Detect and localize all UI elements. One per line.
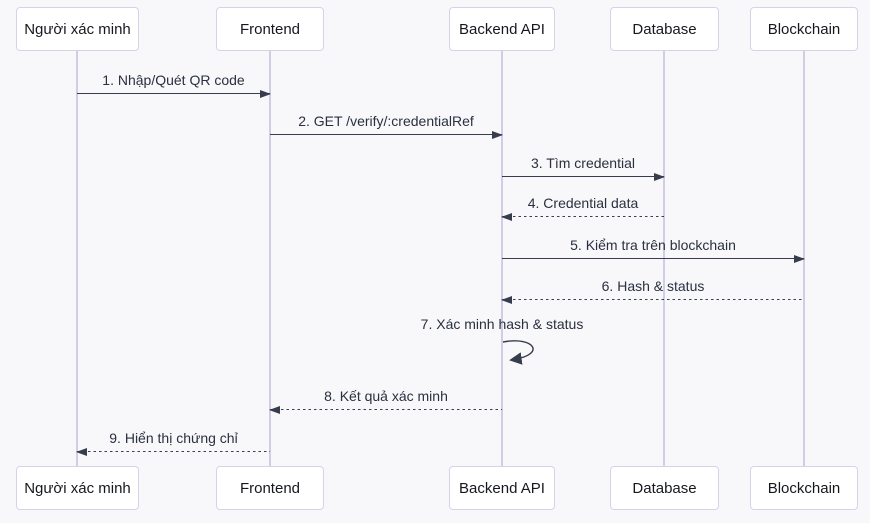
message-8-line — [270, 408, 502, 410]
arrowhead-left-icon — [501, 213, 512, 221]
message-9-label: 9. Hiển thị chứng chỉ — [109, 430, 238, 446]
message-1: 1. Nhập/Quét QR code — [77, 69, 271, 98]
lifeline-frontend — [269, 51, 271, 466]
actor-bottom-nguoi-xac-minh: Người xác minh — [16, 466, 139, 510]
arrowhead-right-icon — [260, 90, 271, 98]
message-3-line — [502, 175, 664, 177]
message-4: 4. Credential data — [501, 192, 664, 221]
message-6-line — [502, 298, 804, 300]
message-3: 3. Tìm credential — [502, 152, 665, 181]
message-8: 8. Kết quả xác minh — [269, 385, 502, 414]
actor-top-frontend: Frontend — [216, 7, 324, 51]
arrowhead-left-icon — [501, 296, 512, 304]
arrowhead-right-icon — [492, 131, 503, 139]
actor-bottom-database: Database — [610, 466, 719, 510]
actor-bottom-frontend: Frontend — [216, 466, 324, 510]
message-4-label: 4. Credential data — [527, 195, 639, 211]
message-5-label: 5. Kiểm tra trên blockchain — [570, 237, 736, 253]
message-6: 6. Hash & status — [501, 275, 804, 304]
actor-top-database: Database — [610, 7, 719, 51]
message-9: 9. Hiển thị chứng chỉ — [76, 427, 270, 456]
actor-bottom-backend-api: Backend API — [449, 466, 555, 510]
message-7-label: 7. Xác minh hash & status — [420, 316, 584, 332]
message-8-label: 8. Kết quả xác minh — [324, 388, 448, 404]
message-5-line — [502, 257, 804, 259]
message-4-line — [502, 215, 664, 217]
lifeline-nguoi-xac-minh — [76, 51, 78, 466]
actor-top-nguoi-xac-minh: Người xác minh — [16, 7, 139, 51]
message-6-label: 6. Hash & status — [601, 278, 705, 294]
message-5: 5. Kiểm tra trên blockchain — [502, 234, 805, 263]
message-2-line — [270, 133, 502, 135]
arrowhead-left-icon — [76, 448, 87, 456]
self-loop-arrow-icon — [502, 340, 534, 365]
message-1-label: 1. Nhập/Quét QR code — [102, 72, 245, 88]
message-1-line — [77, 92, 270, 94]
message-2: 2. GET /verify/:credentialRef — [270, 110, 503, 139]
message-3-label: 3. Tìm credential — [530, 155, 635, 171]
message-2-label: 2. GET /verify/:credentialRef — [298, 113, 474, 129]
actor-bottom-blockchain: Blockchain — [750, 466, 858, 510]
arrowhead-right-icon — [794, 255, 805, 263]
actor-top-blockchain: Blockchain — [750, 7, 858, 51]
message-9-line — [77, 450, 270, 452]
actor-top-backend-api: Backend API — [449, 7, 555, 51]
arrowhead-right-icon — [654, 173, 665, 181]
arrowhead-left-icon — [269, 406, 280, 414]
